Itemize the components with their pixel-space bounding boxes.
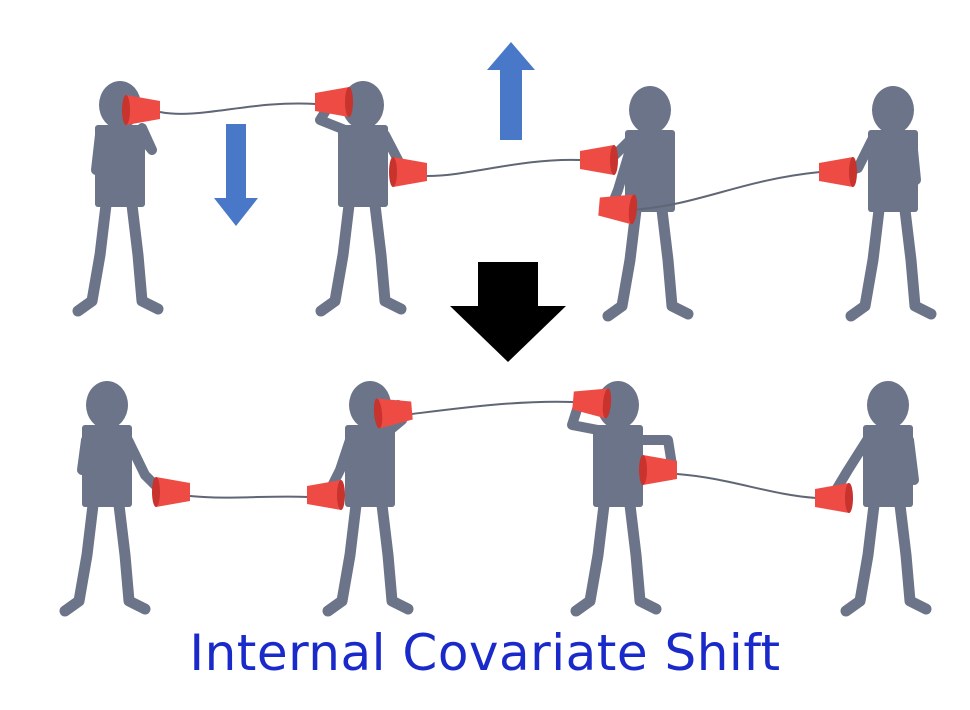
cup-shape (643, 455, 677, 485)
figure-arm (91, 130, 105, 175)
blue-up-arrow-icon (487, 42, 535, 140)
figure-right-leg (894, 499, 932, 615)
bottom-cup-2b (373, 398, 413, 429)
cup-rim (602, 388, 612, 419)
cup-rim (628, 194, 638, 225)
figure-torso (338, 125, 388, 207)
bottom-cup-3b (639, 455, 677, 485)
figure-arm (831, 435, 872, 495)
cup-shape (156, 477, 190, 507)
bottom-cup-4 (815, 483, 853, 513)
cup-rim (610, 145, 618, 175)
top-figure-1 (72, 81, 164, 317)
figure-left-leg (845, 204, 885, 322)
figure-head (629, 86, 671, 134)
top-string-1 (159, 102, 317, 115)
cup-rim (152, 477, 160, 507)
figure-arm (904, 435, 919, 485)
figure-torso (863, 425, 913, 507)
top-cup-1b (315, 87, 353, 117)
top-cup-4 (819, 157, 857, 187)
top-cup-1a (122, 95, 160, 125)
figure-arm (135, 123, 157, 155)
top-figure-4 (841, 86, 937, 322)
figure-head (86, 381, 128, 429)
figure-right-leg (624, 499, 662, 615)
figure-right-leg (369, 199, 407, 315)
black-down-arrow-icon (450, 262, 566, 362)
bottom-string-2 (411, 400, 574, 415)
figure-right-leg (899, 204, 937, 320)
figure-torso (82, 425, 132, 507)
cup-shape (307, 480, 341, 510)
figure-left-leg (840, 499, 880, 617)
bottom-cup-1 (152, 477, 190, 507)
top-cup-2 (389, 157, 427, 187)
figure-torso (868, 130, 918, 212)
cup-shape (580, 145, 614, 175)
top-string-3 (631, 171, 821, 211)
figure-head (342, 81, 384, 129)
figure-left-leg (315, 199, 355, 317)
figure-left-leg (570, 499, 610, 617)
cup-rim (845, 483, 853, 513)
blue-down-arrow-icon (214, 124, 258, 226)
figure-left-leg (322, 499, 362, 617)
top-cup-3a (580, 145, 618, 175)
cup-rim (389, 157, 397, 187)
figure-torso (625, 130, 675, 212)
cup-shape (572, 388, 609, 419)
cup-rim (639, 455, 647, 485)
figure-head (867, 381, 909, 429)
figure-torso (345, 425, 395, 507)
bottom-figure-4 (831, 381, 932, 617)
figure-arm (907, 135, 921, 185)
bottom-figure-3 (567, 381, 677, 617)
figure-torso (593, 425, 643, 507)
cup-shape (393, 157, 427, 187)
diagram-caption: Internal Covariate Shift (189, 624, 781, 682)
figure-right-leg (113, 499, 151, 615)
strings-layer (159, 102, 821, 499)
bottom-figure-1 (59, 381, 165, 617)
cup-rim (373, 398, 383, 429)
figure-left-leg (602, 204, 642, 322)
figure-arm (635, 435, 677, 470)
cup-rim (122, 95, 130, 125)
cup-shape (376, 398, 413, 429)
top-string-2 (426, 158, 581, 177)
cup-rim (345, 87, 353, 117)
bottom-string-3 (676, 473, 817, 499)
cup-shape (315, 87, 349, 117)
figure-right-leg (656, 204, 694, 320)
figure-torso (95, 125, 145, 207)
cup-rim (849, 157, 857, 187)
cup-shape (819, 157, 853, 187)
figures-layer (59, 81, 937, 617)
bottom-string-1 (189, 495, 309, 499)
figure-left-leg (59, 499, 99, 617)
figure-right-leg (126, 199, 164, 315)
figure-head (872, 86, 914, 134)
cup-shape (126, 95, 160, 125)
figure-right-leg (376, 499, 414, 615)
top-figure-2 (315, 81, 407, 317)
cups-layer (122, 87, 857, 513)
cup-rim (337, 480, 345, 510)
figure-arm (77, 435, 91, 475)
bottom-cup-3a (572, 388, 612, 419)
cup-shape (815, 483, 849, 513)
cup-shape (598, 194, 635, 225)
top-cup-3b (598, 194, 638, 225)
bottom-cup-2 (307, 480, 345, 510)
arrows-layer (214, 42, 566, 362)
figure-left-leg (72, 199, 112, 317)
bottom-figure-2 (322, 381, 414, 617)
